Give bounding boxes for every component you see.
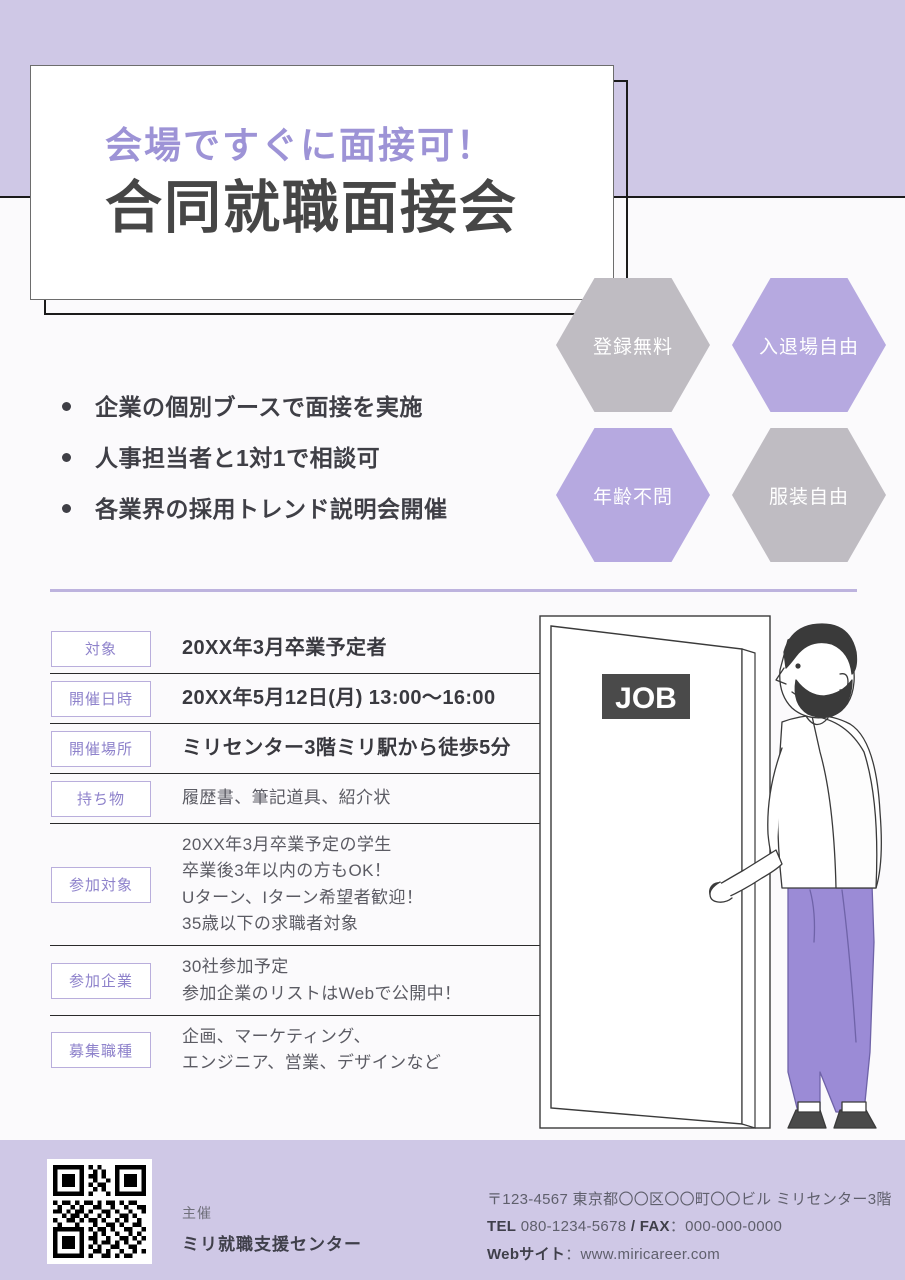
table-row-value-cell: ミリセンター3階ミリ駅から徒歩5分 [152,724,540,773]
table-row: 参加企業 30社参加予定 参加企業のリストはWebで公開中！ [50,946,540,1017]
table-row-label-cell: 持ち物 [50,774,152,823]
value-line: 20XX年5月12日(月) 13:00〜16:00 [182,687,496,709]
list-item-label: 各業界の採用トレンド説明会開催 [95,496,448,522]
door-illustration: JOB [520,612,905,1184]
table-row-label-cell: 募集職種 [50,1016,152,1085]
status-badge: 開催日時 [51,680,151,717]
value-line: 35歳以下の求職者対象 [182,914,359,934]
feature-list: 企業の個別ブースで面接を実施 人事担当者と1対1で相談可 各業界の採用トレンド説… [62,388,532,541]
table-row-label-cell: 対象 [50,624,152,673]
door-sign-label: JOB [615,682,677,715]
table-row: 参加対象 20XX年3月卒業予定の学生 卒業後3年以内の方もOK！ Uターン、I… [50,824,540,947]
table-row: 持ち物 履歴書、筆記道具、紹介状 [50,774,540,824]
value-line: Uターン、Iターン希望者歓迎！ [182,887,424,907]
poster-subtitle: 会場ですぐに面接可！ [105,124,495,166]
table-row-value-cell: 20XX年5月12日(月) 13:00〜16:00 [152,674,540,723]
value-line: エンジニア、営業、デザインなど [182,1053,442,1073]
value-line: 20XX年3月卒業予定の学生 [182,835,392,854]
bullet-dot-icon [62,453,71,462]
list-item: 人事担当者と1対1で相談可 [62,439,532,473]
list-item: 各業界の採用トレンド説明会開催 [62,490,532,524]
value-line: 卒業後3年以内の方もOK！ [182,861,392,881]
badge-label: 年齢不問 [592,486,673,508]
table-row: 募集職種 企画、マーケティング、 エンジニア、営業、デザインなど [50,1016,540,1085]
status-badge: 募集職種 [51,1032,151,1069]
badge-label: 登録無料 [592,336,673,358]
contact-website[interactable]: Webサイト：www.miricareer.com [487,1241,892,1268]
contact-block: 〒123-4567 東京都〇〇区〇〇町〇〇ビル ミリセンター3階 TEL 080… [487,1186,892,1268]
value-line: 30社参加予定 [182,957,289,977]
table-cell-value: 20XX年3月卒業予定者 [182,633,387,664]
badge-registration-free: 登録無料 [556,278,710,412]
tel-label: TEL [487,1218,517,1236]
table-row-value-cell: 企画、マーケティング、 エンジニア、営業、デザインなど [152,1016,540,1085]
bullet-dot-icon [62,504,71,513]
badge-free-entry-exit: 入退場自由 [732,278,886,412]
table-row-value-cell: 履歴書、筆記道具、紹介状 [152,774,540,823]
status-badge: 対象 [51,630,151,667]
badge-label: 服装自由 [768,486,849,508]
table-row-label-cell: 開催場所 [50,724,152,773]
value-line: 参加企業のリストはWebで公開中！ [182,983,462,1003]
qr-code[interactable] [47,1159,152,1264]
web-value: ：www.miricareer.com [565,1245,721,1263]
value-line: ミリセンター3階ミリ駅から徒歩5分 [182,737,512,759]
web-label: Webサイト [487,1245,566,1263]
table-cell-value: 20XX年5月12日(月) 13:00〜16:00 [182,683,495,714]
list-item: 企業の個別ブースで面接を実施 [62,388,532,422]
bullet-dot-icon [62,402,71,411]
list-item-label: 企業の個別ブースで面接を実施 [95,394,423,420]
poster-title: 合同就職面接会 [105,176,518,240]
table-row-value-cell: 30社参加予定 参加企業のリストはWebで公開中！ [152,946,540,1015]
table-cell-value: 企画、マーケティング、 エンジニア、営業、デザインなど [182,1024,441,1077]
value-line: 企画、マーケティング、 [182,1027,371,1047]
organizer-name: ミリ就職支援センター [182,1235,362,1254]
value-line: 20XX年3月卒業予定者 [182,637,387,659]
table-cell-value: 履歴書、筆記道具、紹介状 [182,785,391,811]
table-row: 開催場所 ミリセンター3階ミリ駅から徒歩5分 [50,724,540,774]
details-table: 対象 20XX年3月卒業予定者 開催日時 20XX年5月12日(月) 13:00… [50,624,540,1085]
status-badge: 参加対象 [51,866,151,903]
table-row-value-cell: 20XX年3月卒業予定の学生 卒業後3年以内の方もOK！ Uターン、Iターン希望… [152,824,540,945]
table-cell-value: ミリセンター3階ミリ駅から徒歩5分 [182,733,511,764]
table-row-label-cell: 開催日時 [50,674,152,723]
title-card: 会場ですぐに面接可！ 合同就職面接会 [30,65,614,300]
table-row-label-cell: 参加企業 [50,946,152,1015]
table-row-value-cell: 20XX年3月卒業予定者 [152,624,540,673]
badge-no-age-limit: 年齢不問 [556,428,710,562]
tel-value: 080-1234-5678 [520,1218,627,1236]
organizer-block: 主催 ミリ就職支援センター [182,1203,362,1255]
fax-value: ：000-000-0000 [669,1218,783,1236]
status-badge: 参加企業 [51,962,151,999]
table-row: 対象 20XX年3月卒業予定者 [50,624,540,674]
contact-address: 〒123-4567 東京都〇〇区〇〇町〇〇ビル ミリセンター3階 [487,1191,892,1208]
value-line: 履歴書、筆記道具、紹介状 [182,788,391,808]
table-cell-value: 20XX年3月卒業予定の学生 卒業後3年以内の方もOK！ Uターン、Iターン希望… [182,832,423,937]
status-badge: 持ち物 [51,780,151,817]
fax-label: / FAX [630,1218,670,1236]
badge-label: 入退場自由 [758,336,859,358]
table-row-label-cell: 参加対象 [50,824,152,945]
table-cell-value: 30社参加予定 参加企業のリストはWebで公開中！ [182,954,461,1007]
table-row: 開催日時 20XX年5月12日(月) 13:00〜16:00 [50,674,540,724]
section-divider [50,589,857,592]
badge-free-dress-code: 服装自由 [732,428,886,562]
status-badge: 開催場所 [51,730,151,767]
contact-phone: TEL 080-1234-5678 / FAX：000-000-0000 [487,1213,892,1240]
organizer-label: 主催 [182,1205,212,1221]
badge-group: 登録無料 入退場自由 年齢不問 服装自由 [556,278,886,562]
list-item-label: 人事担当者と1対1で相談可 [95,445,381,471]
